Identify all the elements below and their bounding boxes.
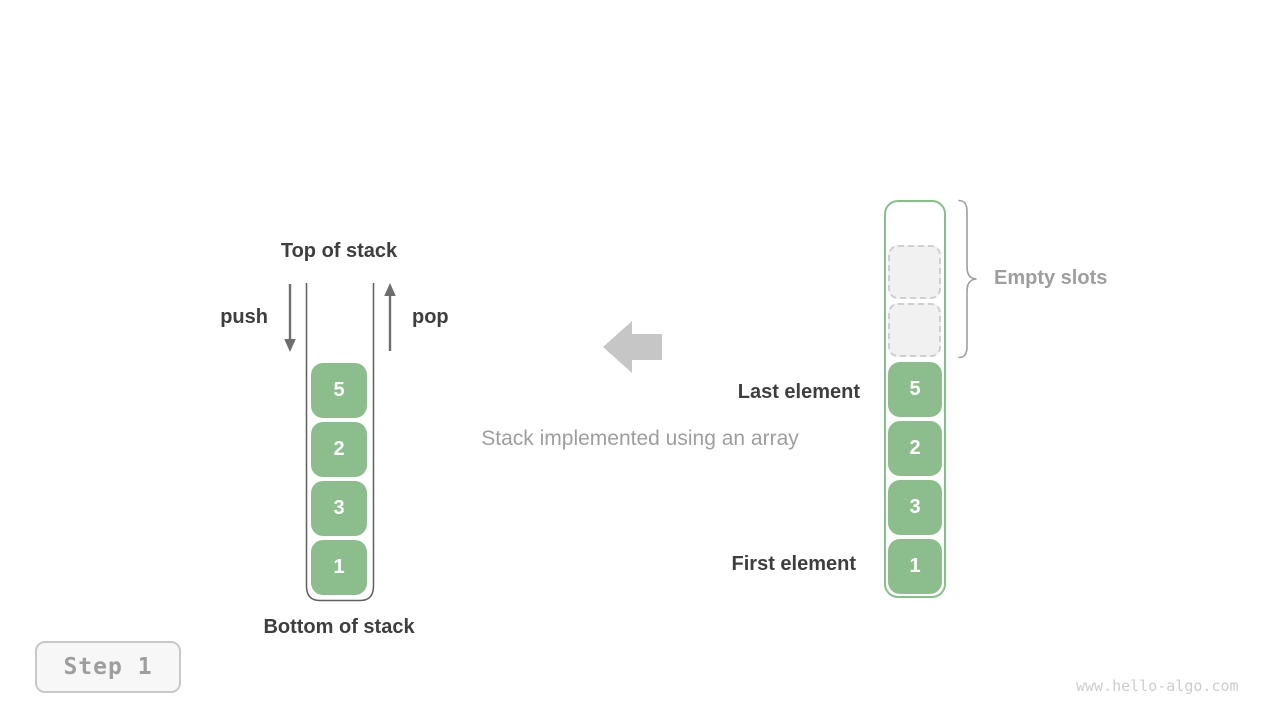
array-cell: 1 [888,539,942,594]
array-empty-slot [888,245,941,299]
empty-slots-label: Empty slots [994,267,1108,289]
stack-cell: 5 [311,363,367,418]
array-empty-slot [888,303,941,357]
first-element-label: First element [731,553,856,575]
top-of-stack-label: Top of stack [280,240,398,262]
pop-arrow-icon [384,283,396,351]
stack-cell: 1 [311,540,367,595]
array-cell: 3 [888,480,942,535]
array-cell: 5 [888,362,942,417]
stack-cell: 3 [311,481,367,536]
bottom-of-stack-label: Bottom of stack [263,616,415,638]
push-arrow-icon [284,284,296,352]
left-block-arrow-icon [603,321,662,373]
watermark: www.hello-algo.com [1076,677,1239,695]
figure-caption: Stack implemented using an array [481,427,799,450]
step-badge: Step 1 [35,641,181,693]
last-element-label: Last element [737,381,860,403]
pop-label: pop [412,306,449,328]
stack-cell: 2 [311,422,367,477]
push-label: push [220,306,268,328]
empty-slots-brace [958,199,977,359]
array-cell: 2 [888,421,942,476]
